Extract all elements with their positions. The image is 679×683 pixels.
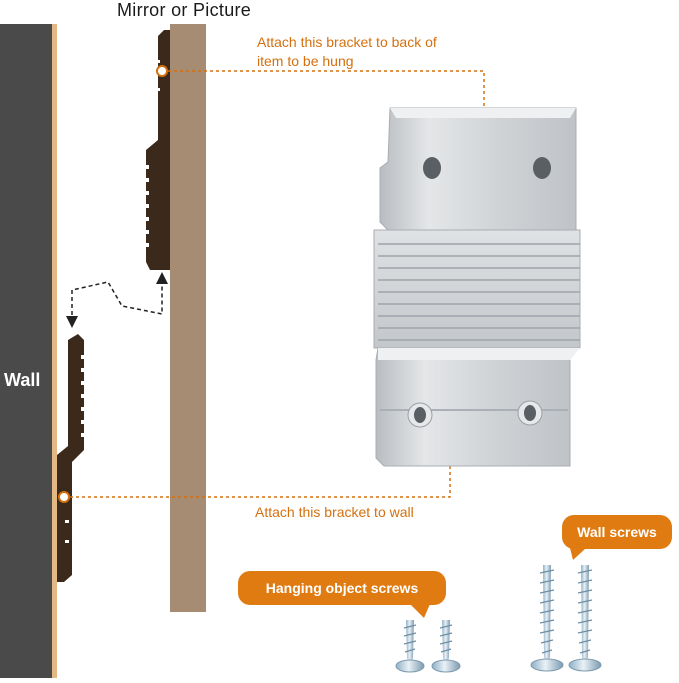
leader-wall <box>64 438 451 498</box>
annotation-item-bracket: Attach this bracket to back of item to b… <box>257 33 437 71</box>
annotation-line-1: Attach this bracket to back of <box>257 34 437 50</box>
page-title: Mirror or Picture <box>117 0 252 20</box>
wall-screws-callout: Wall screws <box>562 515 672 549</box>
wall-screws-pointer <box>570 548 586 560</box>
arrow-down-icon <box>66 316 78 328</box>
wall-edge <box>52 24 57 678</box>
aluminum-bracket-icon <box>373 107 581 467</box>
hanging-screws-callout: Hanging object screws <box>238 571 446 605</box>
hanging-screws-pointer <box>410 604 430 618</box>
arrow-up-icon <box>156 272 168 284</box>
wall-bracket-profile-icon <box>57 334 86 582</box>
screw-icon <box>395 565 602 673</box>
movement-arrow <box>71 281 163 322</box>
marker-item <box>156 65 168 77</box>
wall-label: Wall <box>4 370 41 390</box>
wall <box>0 24 52 678</box>
marker-wall <box>58 491 70 503</box>
picture-board <box>170 24 206 612</box>
annotation-line-2: item to be hung <box>257 53 354 69</box>
annotation-wall-bracket: Attach this bracket to wall <box>255 504 414 520</box>
item-bracket-profile-icon <box>144 30 170 270</box>
